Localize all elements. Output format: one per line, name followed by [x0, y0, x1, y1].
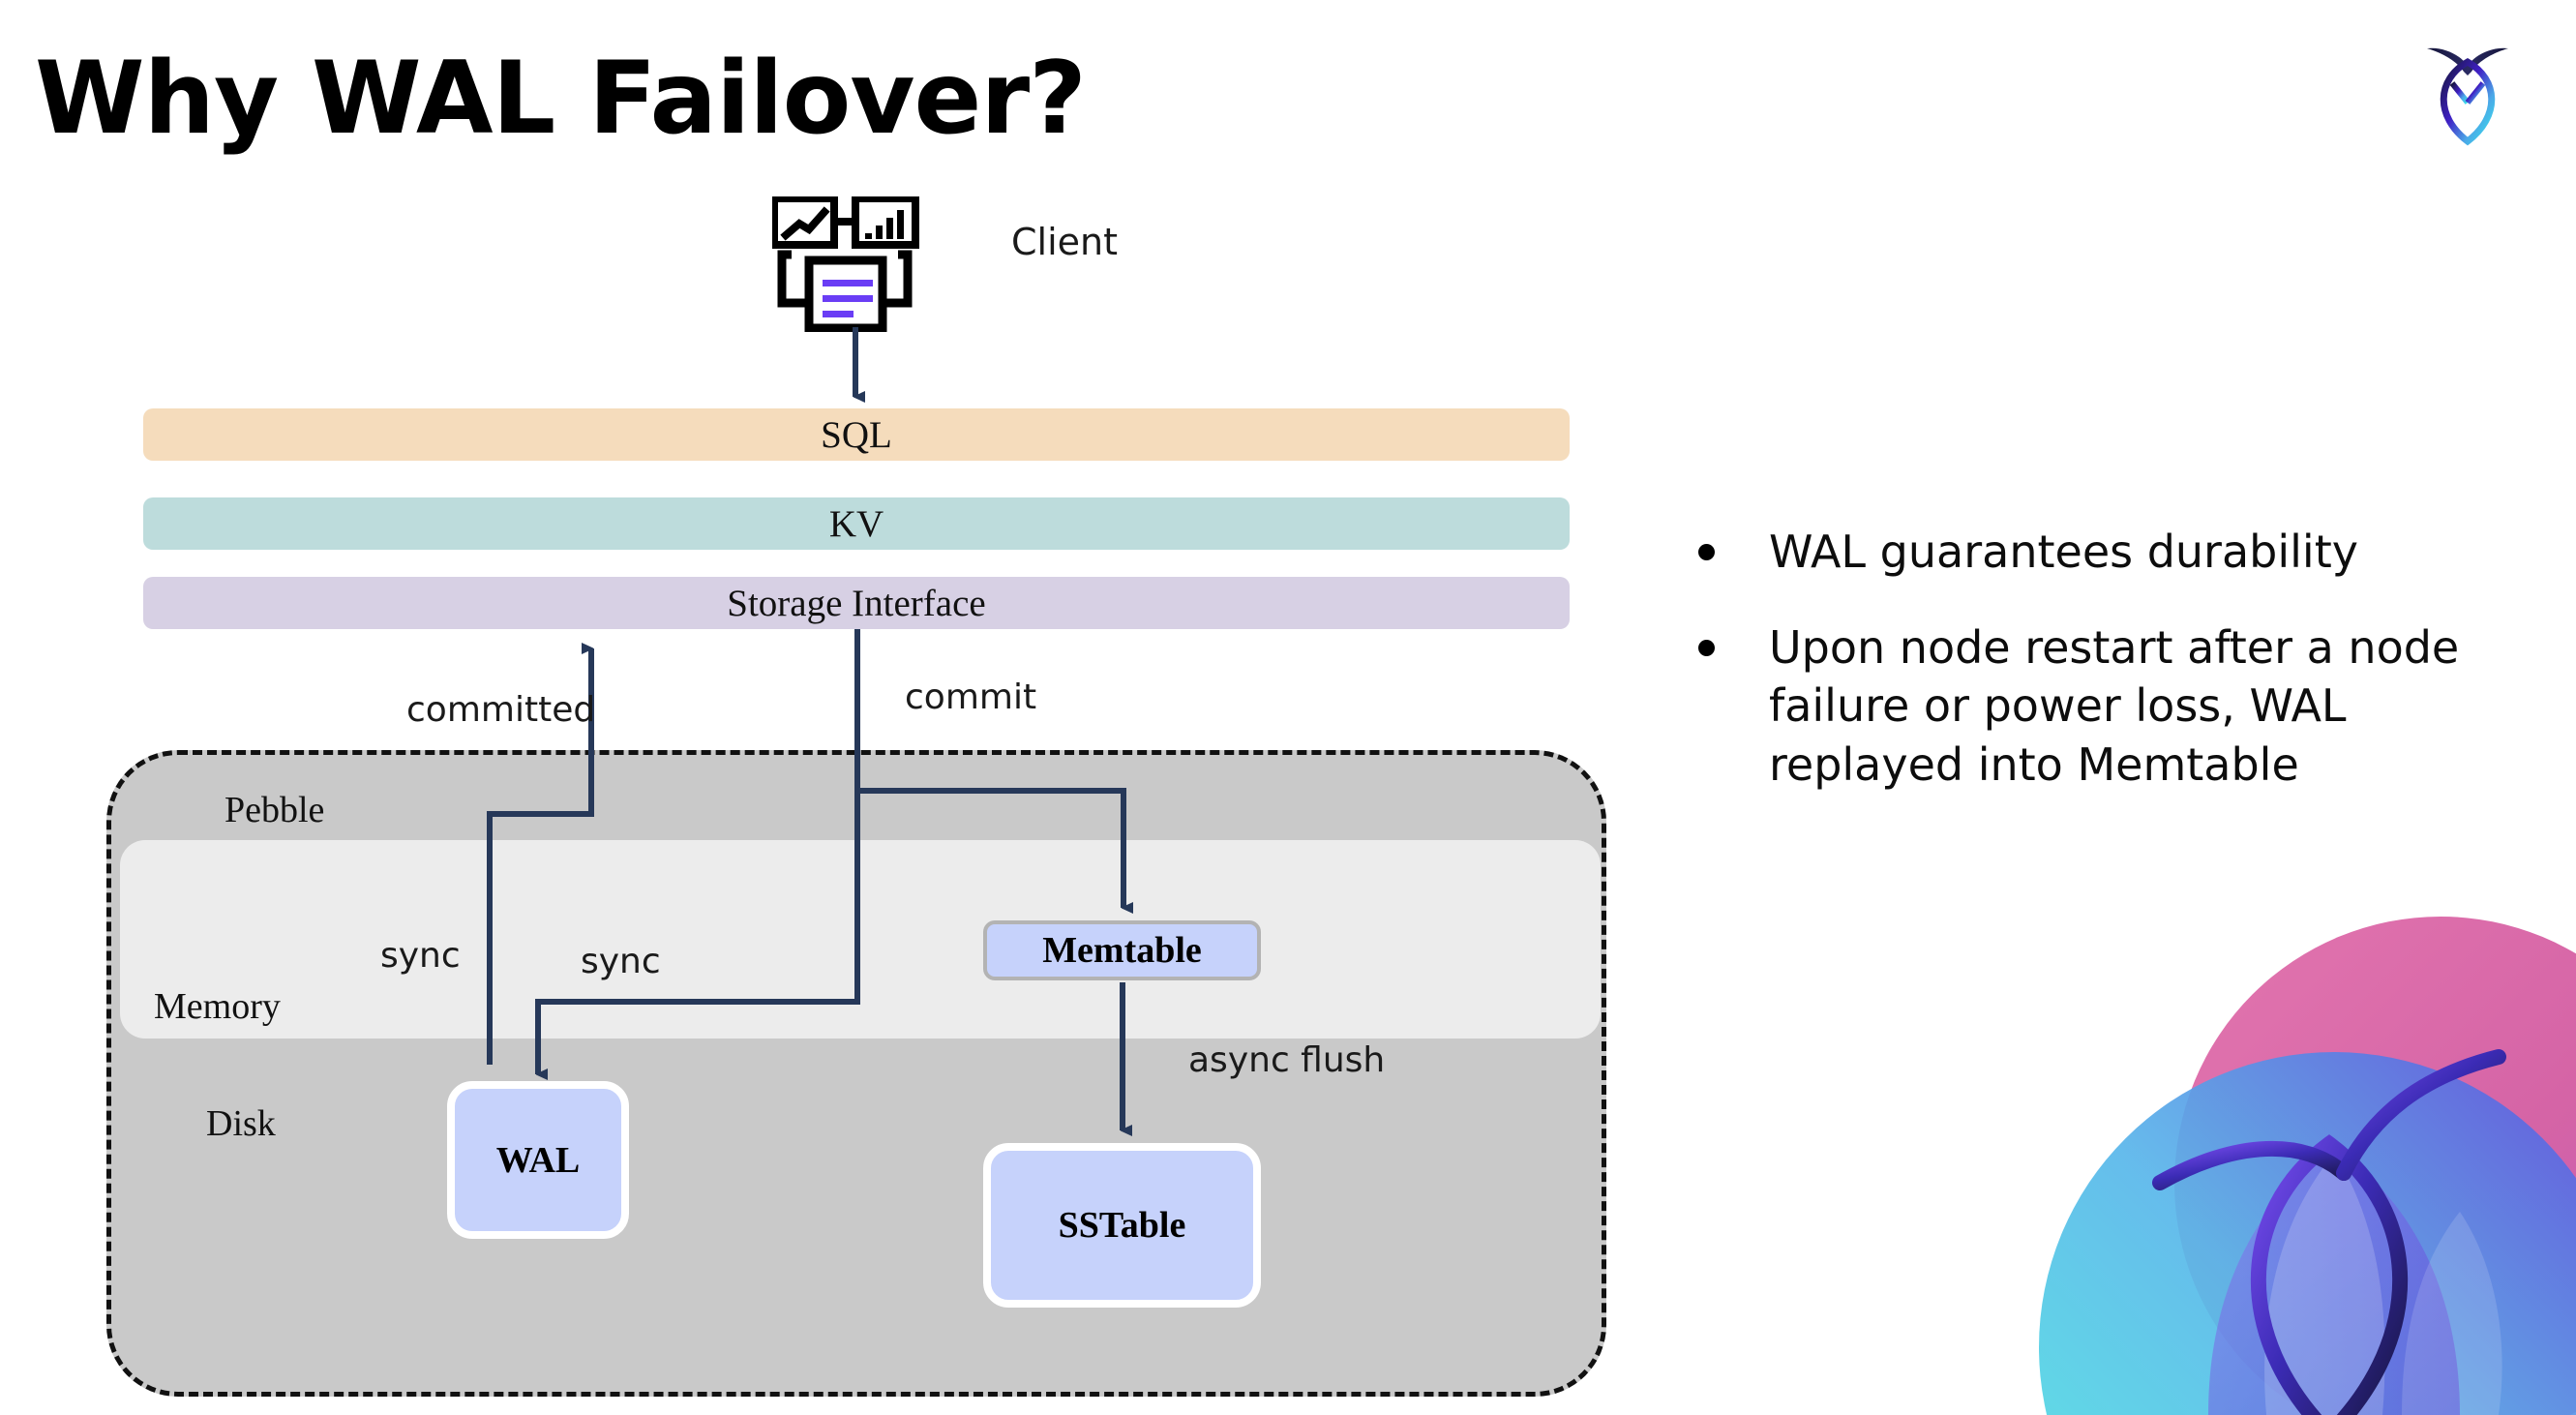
node-label-memtable: Memtable — [1042, 930, 1202, 971]
page-title: Why WAL Failover? — [35, 41, 1087, 157]
node-label-wal: WAL — [495, 1139, 581, 1181]
bullet-dot-icon — [1698, 639, 1715, 656]
client-label: Client — [1011, 221, 1119, 263]
memory-region — [120, 840, 1601, 1039]
bullet-text: Upon node restart after a node failure o… — [1769, 620, 2460, 792]
node-wal: WAL — [447, 1081, 629, 1239]
layer-bar-kv: KV — [143, 497, 1570, 550]
disk-label: Disk — [206, 1103, 276, 1144]
pebble-label: Pebble — [225, 790, 325, 830]
layer-label-sql: SQL — [821, 413, 892, 456]
memory-label: Memory — [154, 986, 281, 1027]
decorative-artwork — [1918, 892, 2576, 1415]
list-item: WAL guarantees durability — [1698, 523, 2521, 582]
layer-label-storage-interface: Storage Interface — [727, 582, 986, 624]
edge-label-sync-left: sync — [380, 936, 461, 976]
bullet-text: WAL guarantees durability — [1769, 526, 2358, 578]
edge-label-async-flush: async flush — [1188, 1040, 1386, 1080]
bullet-dot-icon — [1698, 544, 1715, 560]
edge-label-committed: committed — [406, 690, 596, 730]
node-memtable: Memtable — [983, 920, 1261, 980]
layer-bar-sql: SQL — [143, 408, 1570, 461]
client-dashboard-icon — [770, 195, 927, 333]
edge-label-commit: commit — [905, 677, 1037, 717]
layer-bar-storage-interface: Storage Interface — [143, 577, 1570, 629]
bullet-list: WAL guarantees durability Upon node rest… — [1698, 523, 2521, 831]
edge-label-sync-right: sync — [581, 942, 661, 981]
node-sstable: SSTable — [983, 1143, 1261, 1308]
cockroachdb-logo — [2410, 27, 2526, 148]
layer-label-kv: KV — [828, 502, 884, 545]
node-label-sstable: SSTable — [1058, 1205, 1186, 1246]
list-item: Upon node restart after a node failure o… — [1698, 618, 2521, 795]
